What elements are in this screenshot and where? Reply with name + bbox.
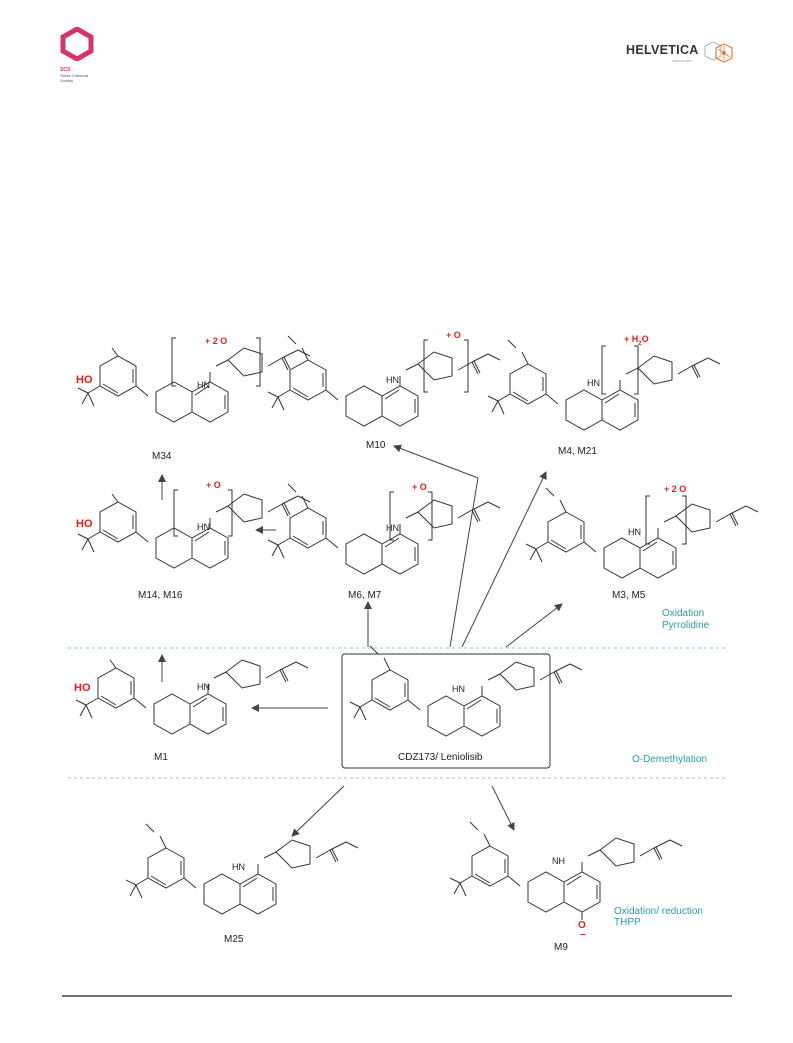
m4-modification: + H2O <box>624 334 649 347</box>
label-m1: M1 <box>154 752 168 763</box>
molecule-m10 <box>267 335 501 427</box>
m25-nh-label: HN <box>232 862 245 872</box>
molecule-m4-m21 <box>487 339 721 431</box>
arrow-to-m3 <box>505 603 563 648</box>
arrow-to-m25 <box>291 785 345 837</box>
parent-nh-label: HN <box>452 684 465 694</box>
m1-nh-label: HN <box>197 682 210 692</box>
m34-nh-label: HN <box>197 380 210 390</box>
m14-modification: + O <box>206 480 221 490</box>
scs-hexagon-icon <box>60 26 94 62</box>
label-m6-m7: M6, M7 <box>348 590 382 601</box>
label-m4-m21: M4, M21 <box>558 446 597 457</box>
arrow-to-m10-head <box>393 444 479 479</box>
scs-name-line2: Society <box>60 78 74 83</box>
section-oxidation-line1: Oxidation <box>662 608 705 619</box>
arrow-to-m10 <box>449 477 479 648</box>
molecule-m9 <box>449 821 683 920</box>
molecule-parent <box>349 645 583 737</box>
molecule-m34 <box>77 337 311 423</box>
scs-name-line1: Swiss Chemical <box>60 73 89 78</box>
m3-nh-label: HN <box>628 527 641 537</box>
m9-minus-label: − <box>580 930 586 941</box>
m6-nh-label: HN <box>386 523 399 533</box>
m9-o-label: O <box>578 920 586 931</box>
m4-mod-o: O <box>641 334 649 344</box>
section-oxidation-reduction: Oxidation/ reduction THPP <box>614 906 703 928</box>
m34-ho-label: HO <box>76 374 93 386</box>
section-oxidation-pyrrolidine: Oxidation Pyrrolidine <box>662 608 709 632</box>
label-m9: M9 <box>554 942 568 953</box>
molecule-m1 <box>75 659 309 735</box>
m14-ho-label: HO <box>76 518 93 530</box>
helvetica-wordmark: HELVETICA <box>626 43 699 57</box>
m6-modification: + O <box>412 482 427 492</box>
label-m3-m5: M3, M5 <box>612 590 646 601</box>
molecule-m14-m16 <box>77 489 311 569</box>
molecule-m6-m7 <box>267 483 501 575</box>
m9-nh-label: NH <box>552 856 565 866</box>
label-m10: M10 <box>366 440 386 451</box>
m4-mod-h: + H <box>624 334 639 344</box>
m10-modification: + O <box>446 330 461 340</box>
m4-nh-label: HN <box>587 378 600 388</box>
label-m25: M25 <box>224 934 244 945</box>
m3-modification: + 2 O <box>664 484 687 494</box>
helvetica-logo: HELVETICA chimica acta <box>626 40 736 70</box>
m4-mod-sub: 2 <box>638 340 642 347</box>
arrow-to-m9 <box>491 785 515 831</box>
helvetica-hexagon-icon <box>704 41 733 63</box>
m1-ho-label: HO <box>74 682 91 694</box>
section-o-demethylation: O-Demethylation <box>632 754 708 765</box>
parent-box <box>341 653 551 769</box>
m14-nh-label: HN <box>197 522 210 532</box>
scs-abbr: SCS <box>60 67 71 73</box>
arrow-to-m4 <box>461 471 547 648</box>
scs-logo: SCS Swiss Chemical Society <box>60 26 100 83</box>
section-oxred-line1: Oxidation/ reduction <box>614 906 703 917</box>
section-pyrrolidine-line2: Pyrrolidine <box>662 620 710 631</box>
section-thpp-line2: THPP <box>614 917 641 928</box>
label-m14-m16: M14, M16 <box>138 590 183 601</box>
molecule-m3-m5 <box>525 487 759 579</box>
m10-nh-label: HN <box>386 375 399 385</box>
m34-modification: + 2 O <box>205 336 228 346</box>
helvetica-subtitle: chimica acta <box>672 59 692 63</box>
label-m34: M34 <box>152 451 172 462</box>
label-parent: CDZ173/ Leniolisib <box>398 752 483 763</box>
